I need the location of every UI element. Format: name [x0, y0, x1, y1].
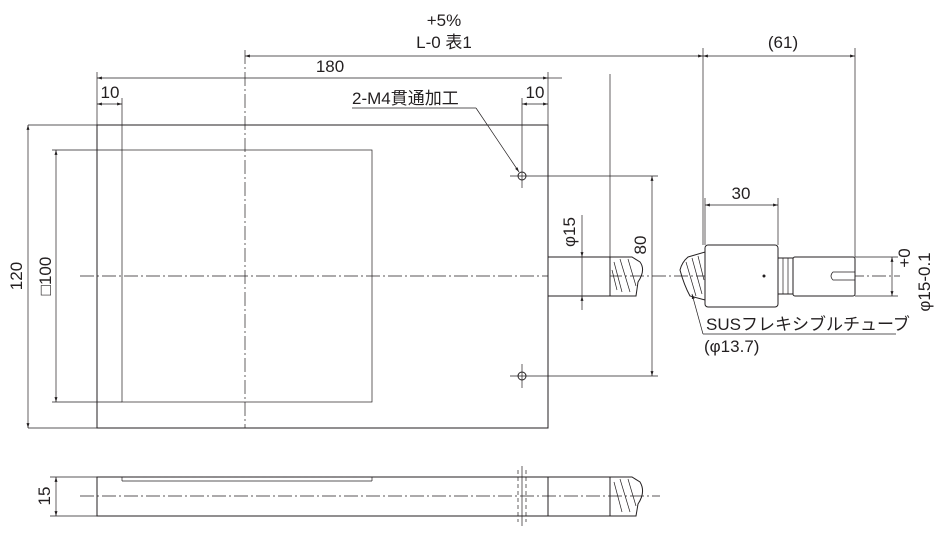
edge-left-dim: 10: [101, 83, 120, 102]
input-shaft: [547, 256, 644, 297]
coupling-ring: [777, 257, 794, 295]
dimensions: +5% L-0 表1 (61) 180 10 10 2-M4貫通加工 120 □…: [7, 11, 934, 429]
hole-pitch-dim: 80: [631, 236, 650, 255]
length-tolerance: +5%: [427, 11, 462, 30]
mounting-hole-top: [510, 164, 548, 188]
height-dim: 120: [7, 262, 26, 290]
thickness-dim: 15: [35, 487, 54, 506]
coupling-len-dim: 30: [732, 184, 751, 203]
tube-dia: (φ13.7): [704, 337, 759, 356]
coupling-body: [704, 244, 779, 308]
edge-right-dim: 10: [526, 83, 545, 102]
output-shaft: [792, 256, 856, 297]
width-dim: 180: [316, 57, 344, 76]
length-label: L-0 表1: [416, 33, 472, 52]
square-dim: □100: [36, 257, 55, 296]
mounting-hole-bottom: [510, 364, 548, 388]
hole-note: 2-M4貫通加工: [352, 89, 459, 108]
plate-side-view: 15: [35, 466, 660, 526]
coupling-assembly: [679, 244, 856, 308]
tube-note: SUSフレキシブルチューブ: [706, 314, 910, 334]
shaft-dia-dim: φ15: [560, 217, 579, 247]
flex-tube-end: [679, 251, 706, 301]
plate-top-view: [80, 50, 900, 429]
output-shaft-tol: +0: [895, 248, 914, 267]
plate-outline: [96, 124, 549, 429]
offset-dim: (61): [768, 33, 798, 52]
output-shaft-dim: φ15-0.1: [915, 252, 934, 311]
key-slot: [830, 271, 855, 281]
